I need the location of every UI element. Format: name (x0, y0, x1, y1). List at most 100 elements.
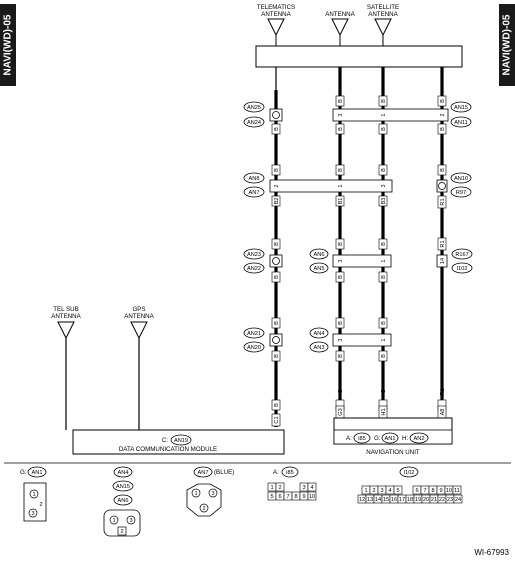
terminal-code: H1 (381, 408, 387, 415)
wire-code: B (440, 99, 446, 103)
pin-number: 1 (381, 338, 387, 341)
legend-an7-note: (BLUE) (214, 469, 234, 476)
connector-an22: AN22 (247, 266, 261, 272)
dcm-name: DATA COMMUNICATION MODULE (119, 446, 217, 453)
wire-code: B (338, 275, 344, 279)
pin-number: 14 (440, 258, 446, 264)
wire-code: B (338, 389, 344, 393)
pin-number: 6 (278, 494, 281, 500)
terminal-code: C1 (274, 416, 280, 423)
connector-an7: AN7 (249, 190, 260, 196)
antenna-icon (331, 18, 349, 37)
nav-a-connector: i85 (358, 436, 365, 442)
side-tab-left: NAVI(WD)-05 (0, 4, 16, 86)
pin-cell (452, 485, 462, 495)
wire-code: B (274, 354, 280, 358)
pin-number: 1 (381, 259, 387, 262)
legend-an6-label: AN6 (118, 498, 129, 504)
pin-number: 24 (455, 497, 461, 503)
connector-row-1: AN25 AN24 AN15 AN11 B B B B 3 1 2 B B B (243, 95, 472, 135)
connector-an15: AN15 (454, 105, 468, 111)
pin-number: 2 (372, 488, 375, 494)
pin-number: 1 (338, 184, 344, 187)
pin-cell (307, 482, 317, 492)
terminal-code: A8 (440, 409, 446, 416)
legend-an7-label: AN7 (198, 470, 209, 476)
nav-a-prefix: A: (346, 435, 352, 442)
pin-cell (393, 485, 403, 495)
pin-number: 10 (309, 494, 315, 500)
pin-number: 12 (359, 497, 365, 503)
pin-number: 1 (381, 113, 387, 116)
wire-code: B (274, 403, 280, 407)
connector-an25: AN25 (247, 105, 261, 111)
connector-block (332, 108, 449, 122)
legend-a-prefix: A: (273, 469, 279, 476)
wire-code: R1 (440, 388, 446, 395)
wire-code: R1 (440, 198, 446, 205)
connector-an4: AN4 (314, 331, 325, 337)
svg-text:3: 3 (129, 518, 132, 524)
pin-number: 11 (454, 488, 460, 494)
antenna-icon (374, 18, 392, 37)
pin-number: 5 (270, 494, 273, 500)
connector-i102: I102 (457, 266, 468, 272)
wire-code: B (338, 321, 344, 325)
svg-text:2: 2 (39, 502, 42, 508)
svg-text:3: 3 (211, 491, 214, 497)
legend-i85-label: i85 (286, 470, 293, 476)
pin-number: 3 (302, 485, 305, 491)
pin-number: 7 (423, 488, 426, 494)
wire-code: B (274, 127, 280, 131)
connector-an3: AN3 (314, 345, 325, 351)
wire-code: B (274, 242, 280, 246)
wire-code: B (381, 99, 387, 103)
dcm-connector: AN19 (174, 438, 188, 444)
nav-name: NAVIGATION UNIT (366, 449, 420, 456)
wire-code: B (338, 99, 344, 103)
pin-number: 8 (431, 488, 434, 494)
pin-number: 19 (415, 497, 421, 503)
svg-text:2: 2 (120, 529, 123, 535)
connector-an6: AN6 (314, 252, 325, 258)
svg-text:1: 1 (194, 491, 197, 497)
wire-code: B (381, 168, 387, 172)
connector-row-3: AN23 AN22 AN6 AN5 R167 I102 B B B R1 3 1… (243, 237, 473, 283)
pin-number: 16 (391, 497, 397, 503)
legend-an4-label: AN4 (118, 470, 129, 476)
connector-an24: AN24 (247, 120, 261, 126)
dcm-prefix: C: (162, 437, 168, 444)
connector-block (332, 254, 392, 268)
pin-number: 4 (310, 485, 313, 491)
svg-text:2: 2 (202, 506, 205, 512)
antenna-icon (267, 18, 285, 37)
wire-code: B (440, 168, 446, 172)
telematics-antenna-label-2: ANTENNA (261, 11, 291, 18)
figure-id: WI-67993 (474, 548, 509, 557)
connector-an20: AN20 (247, 345, 261, 351)
legend-an1-label: AN1 (32, 470, 43, 476)
connector-an8: AN8 (249, 176, 260, 182)
connector-row-2: AN8 AN7 AN10 R97 B B B B 2 1 3 B2 B1 B3 … (243, 164, 472, 209)
connector-r97: R97 (456, 190, 466, 196)
pin-number: 1 (364, 488, 367, 494)
gps-antenna-label: GPS (132, 306, 145, 313)
connector-an5: AN5 (314, 266, 325, 272)
antenna-label: ANTENNA (325, 11, 355, 18)
pin-number: 18 (407, 497, 413, 503)
pin-number: 1 (270, 485, 273, 491)
svg-text:1: 1 (32, 492, 35, 498)
wire-code: B (274, 168, 280, 172)
wire-code: B (274, 321, 280, 325)
pin-number: 2 (440, 113, 446, 116)
tel-sub-antenna: TEL SUB ANTENNA (51, 306, 82, 430)
legend-an15-label: AN15 (116, 484, 130, 490)
pin-number: 3 (381, 184, 387, 187)
wire-code: B (381, 242, 387, 246)
wire-code: B1 (338, 198, 344, 205)
nav-h-prefix: H: (402, 435, 408, 442)
pin-number: 9 (302, 494, 305, 500)
